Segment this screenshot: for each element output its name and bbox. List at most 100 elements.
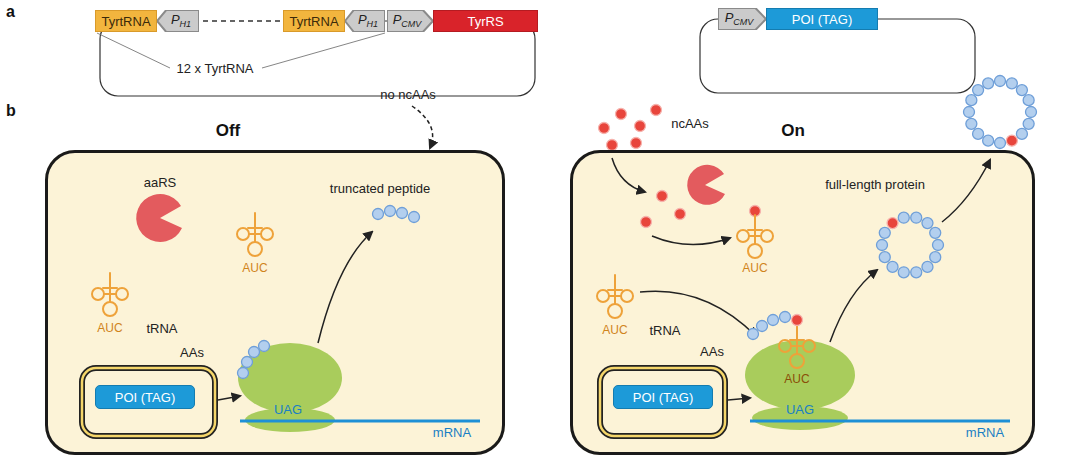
- amino-acid-dot: [983, 135, 994, 146]
- ncaa-dot: [657, 191, 668, 202]
- annotation-label: 12 x TyrtRNA: [176, 62, 253, 77]
- amino-acid-dot: [780, 312, 791, 323]
- arrow: [612, 158, 645, 192]
- dashed-repeat: [203, 20, 282, 21]
- amino-acid-dot: [768, 315, 779, 326]
- full-length-protein: [877, 76, 1037, 278]
- panel-letter: a: [6, 3, 15, 21]
- node-label: P: [393, 12, 402, 27]
- amino-acid-dot: [887, 261, 898, 272]
- trna-gene: TyrtRNA: [95, 10, 157, 32]
- plasmid: [600, 368, 725, 436]
- amino-acid-dot: [1006, 78, 1017, 89]
- dashed-arrow: [412, 106, 433, 148]
- amino-acid-dot: [898, 267, 909, 278]
- amino-acid-dot: [983, 78, 994, 89]
- amino-acid-dot: [757, 321, 768, 332]
- ncaa-dot: [651, 105, 662, 116]
- annotation-label: AUC: [242, 262, 267, 276]
- promoter-arrow: PCMV: [387, 10, 433, 32]
- node-label: P: [725, 10, 734, 25]
- text-wrap: PH1: [171, 13, 191, 29]
- arrow: [728, 398, 750, 400]
- amino-acid-dot: [397, 208, 408, 219]
- annotation-label: mRNA: [966, 426, 1004, 441]
- node-subscript: CMV: [401, 19, 421, 29]
- amino-acid-dot: [995, 138, 1006, 149]
- trna-gene: TyrtRNA: [283, 10, 345, 32]
- amino-acid-dot: [922, 218, 933, 229]
- amino-acid-dot: [964, 107, 975, 118]
- text-wrap: TyrtRNA: [101, 15, 150, 28]
- ncaa-dot: [792, 315, 803, 326]
- node-subscript: H1: [180, 19, 192, 29]
- synthetase-gene: TyrRS: [433, 10, 538, 32]
- amino-acid-dot: [259, 341, 270, 352]
- ncaa-dot: [607, 140, 618, 151]
- promoter-arrow: PH1: [345, 10, 385, 32]
- annotation-label: UAG: [786, 403, 814, 418]
- annotation-label: ncAAs: [671, 117, 709, 132]
- cell-fill: [570, 150, 1035, 455]
- annotation-label: UAG: [274, 403, 302, 418]
- node-label: POI (TAG): [115, 390, 175, 405]
- node-label: TyrRS: [467, 14, 503, 29]
- amino-acid-dot: [1016, 85, 1027, 96]
- bracket-line: [262, 33, 385, 68]
- annotation-label: AAs: [180, 346, 204, 361]
- amino-acid-chain: [238, 341, 270, 379]
- node-label: TyrtRNA: [101, 14, 150, 29]
- ncaa-dot: [616, 109, 627, 120]
- plasmid: [82, 368, 215, 436]
- arrow: [652, 236, 730, 245]
- amino-acid-dot: [930, 252, 941, 263]
- node-label: P: [358, 12, 367, 27]
- amino-acid-dot: [409, 212, 420, 223]
- annotation-label: no ncAAs: [380, 88, 436, 103]
- annotation-label: full-length protein: [825, 178, 925, 193]
- annotation-label: AUC: [742, 262, 767, 276]
- ncaa-dot: [599, 123, 610, 134]
- trna: [237, 213, 273, 256]
- text-wrap: POI (TAG): [633, 391, 693, 404]
- truncated-peptide: [373, 206, 420, 223]
- node-subscript: H1: [367, 19, 379, 29]
- plasmid-backbone: [700, 19, 975, 93]
- annotation-label: AUC: [97, 322, 122, 336]
- promoter-arrow: PH1: [157, 10, 199, 32]
- node-label: TyrtRNA: [289, 14, 338, 29]
- text-wrap: PCMV: [393, 13, 422, 29]
- promoter-arrow: PCMV: [718, 8, 766, 30]
- text-wrap: POI (TAG): [115, 391, 175, 404]
- arrow: [942, 160, 990, 222]
- panel-letter: b: [6, 102, 16, 120]
- amino-acid-dot: [373, 209, 384, 220]
- node-label: POI (TAG): [792, 12, 852, 27]
- aars-enzyme: [687, 165, 725, 205]
- text-wrap: PH1: [358, 13, 378, 29]
- amino-acid-dot: [973, 85, 984, 96]
- text-wrap: TyrRS: [467, 15, 503, 28]
- plasmid: [600, 368, 725, 436]
- text-wrap: POI (TAG): [792, 13, 852, 26]
- node-label: POI (TAG): [633, 390, 693, 405]
- ncaa-dot: [635, 121, 646, 132]
- annotation-label: mRNA: [433, 426, 471, 441]
- trna: [92, 273, 128, 316]
- ribosome: [745, 340, 855, 410]
- arrow: [218, 396, 240, 400]
- amino-acid-dot: [1023, 95, 1034, 106]
- ncaa-dot: [631, 138, 642, 149]
- amino-acid-dot: [879, 227, 890, 238]
- poi-gene: POI (TAG): [95, 385, 195, 409]
- annotation-label: AUC: [784, 373, 809, 387]
- arrow: [318, 232, 372, 343]
- annotation-label: aaRS: [144, 176, 177, 191]
- amino-acid-dot: [238, 368, 249, 379]
- poi-gene: POI (TAG): [766, 8, 878, 30]
- amino-acid-dot: [995, 76, 1006, 87]
- trna: [737, 215, 773, 258]
- cell-state-heading: Off: [216, 121, 241, 141]
- cell-fill: [45, 150, 505, 455]
- text-wrap: TyrtRNA: [289, 15, 338, 28]
